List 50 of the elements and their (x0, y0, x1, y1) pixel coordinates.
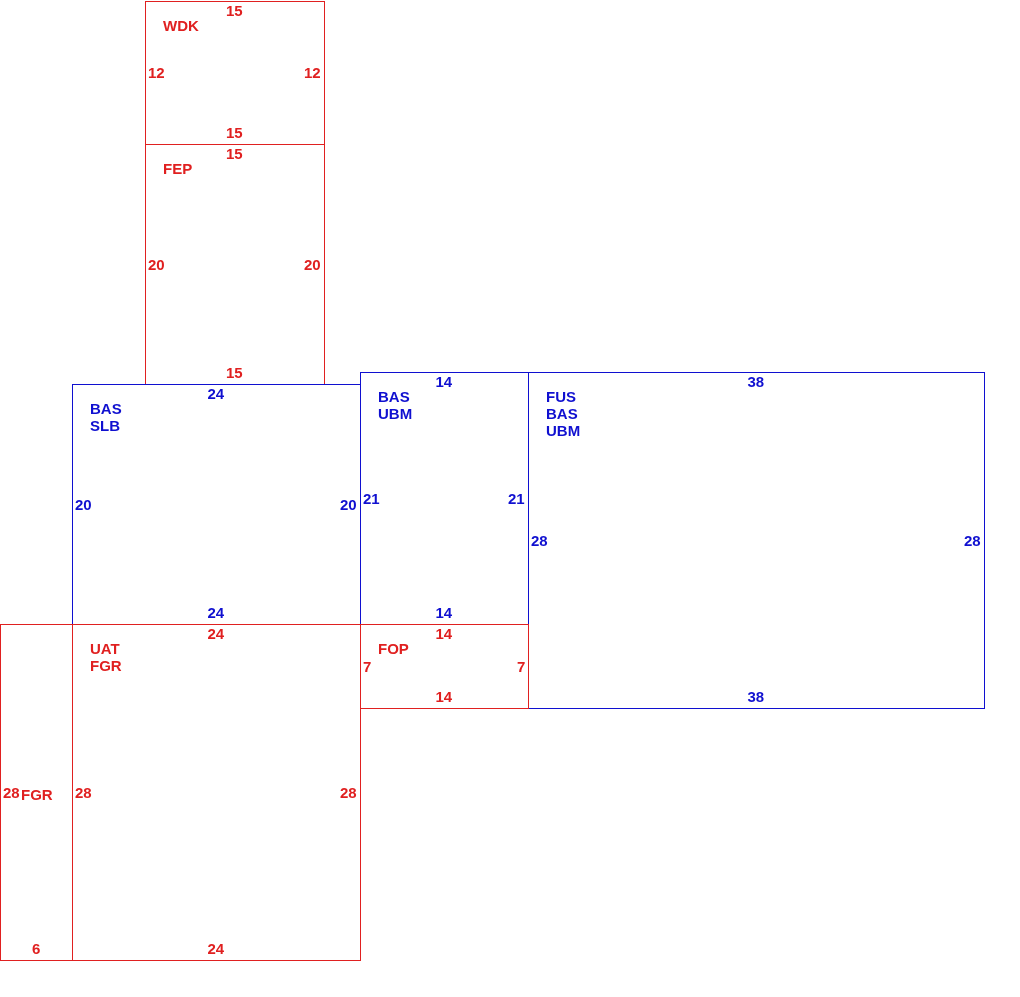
room-code: BAS (90, 400, 122, 417)
room-code: UBM (378, 405, 413, 422)
dimension-label: 7 (517, 657, 526, 675)
dimension-label: 20 (75, 495, 92, 513)
room-outline (145, 1, 325, 145)
dimension-label: 14 (435, 688, 453, 705)
dimension-label: 24 (207, 625, 225, 642)
dimension-label: 28 (340, 783, 357, 801)
dimension-label: 24 (207, 385, 225, 402)
dimension-label: 14 (435, 625, 453, 642)
dimension-label: 20 (340, 495, 357, 513)
dimension-label: 28 (964, 531, 981, 549)
dimension-label: 7 (363, 657, 372, 675)
room-outline (145, 144, 325, 385)
dimension-label: 6 (32, 940, 41, 957)
room-code: WDK (163, 17, 199, 34)
dimension-label: 24 (207, 604, 225, 621)
room-outline (72, 384, 361, 625)
room-code: UAT (90, 640, 120, 657)
dimension-label: 14 (435, 373, 453, 390)
dimension-label: 28 (531, 531, 548, 549)
dimension-label: 15 (226, 145, 243, 162)
room-code: BAS (546, 405, 578, 422)
room-outline (360, 624, 529, 709)
dimension-label: 12 (148, 64, 165, 81)
dimension-label: 14 (435, 604, 453, 621)
dimension-label: 15 (226, 124, 243, 141)
room-outline (72, 624, 361, 961)
dimension-label: 20 (148, 255, 165, 273)
room-code: FGR (90, 657, 122, 674)
room-outline (528, 372, 985, 709)
room-outline (0, 624, 73, 961)
room-code: FGR (21, 785, 53, 803)
dimension-label: 21 (363, 489, 380, 507)
dimension-label: 21 (508, 489, 525, 507)
dimension-label: 38 (747, 688, 765, 705)
dimension-label: 15 (226, 2, 243, 19)
room-code: FUS (546, 388, 576, 405)
room-code: UBM (546, 422, 581, 439)
dimension-label: 38 (747, 373, 765, 390)
dimension-label: 28 (75, 783, 92, 801)
room-code: SLB (90, 417, 120, 434)
room-code: FOP (378, 640, 409, 657)
room-code: BAS (378, 388, 410, 405)
room-code: FEP (163, 160, 193, 177)
dimension-label: 24 (207, 940, 225, 957)
dimension-label: 20 (304, 255, 321, 273)
dimension-label: 12 (304, 64, 321, 81)
dimension-label: 15 (226, 364, 243, 381)
dimension-label: 28 (3, 783, 20, 801)
